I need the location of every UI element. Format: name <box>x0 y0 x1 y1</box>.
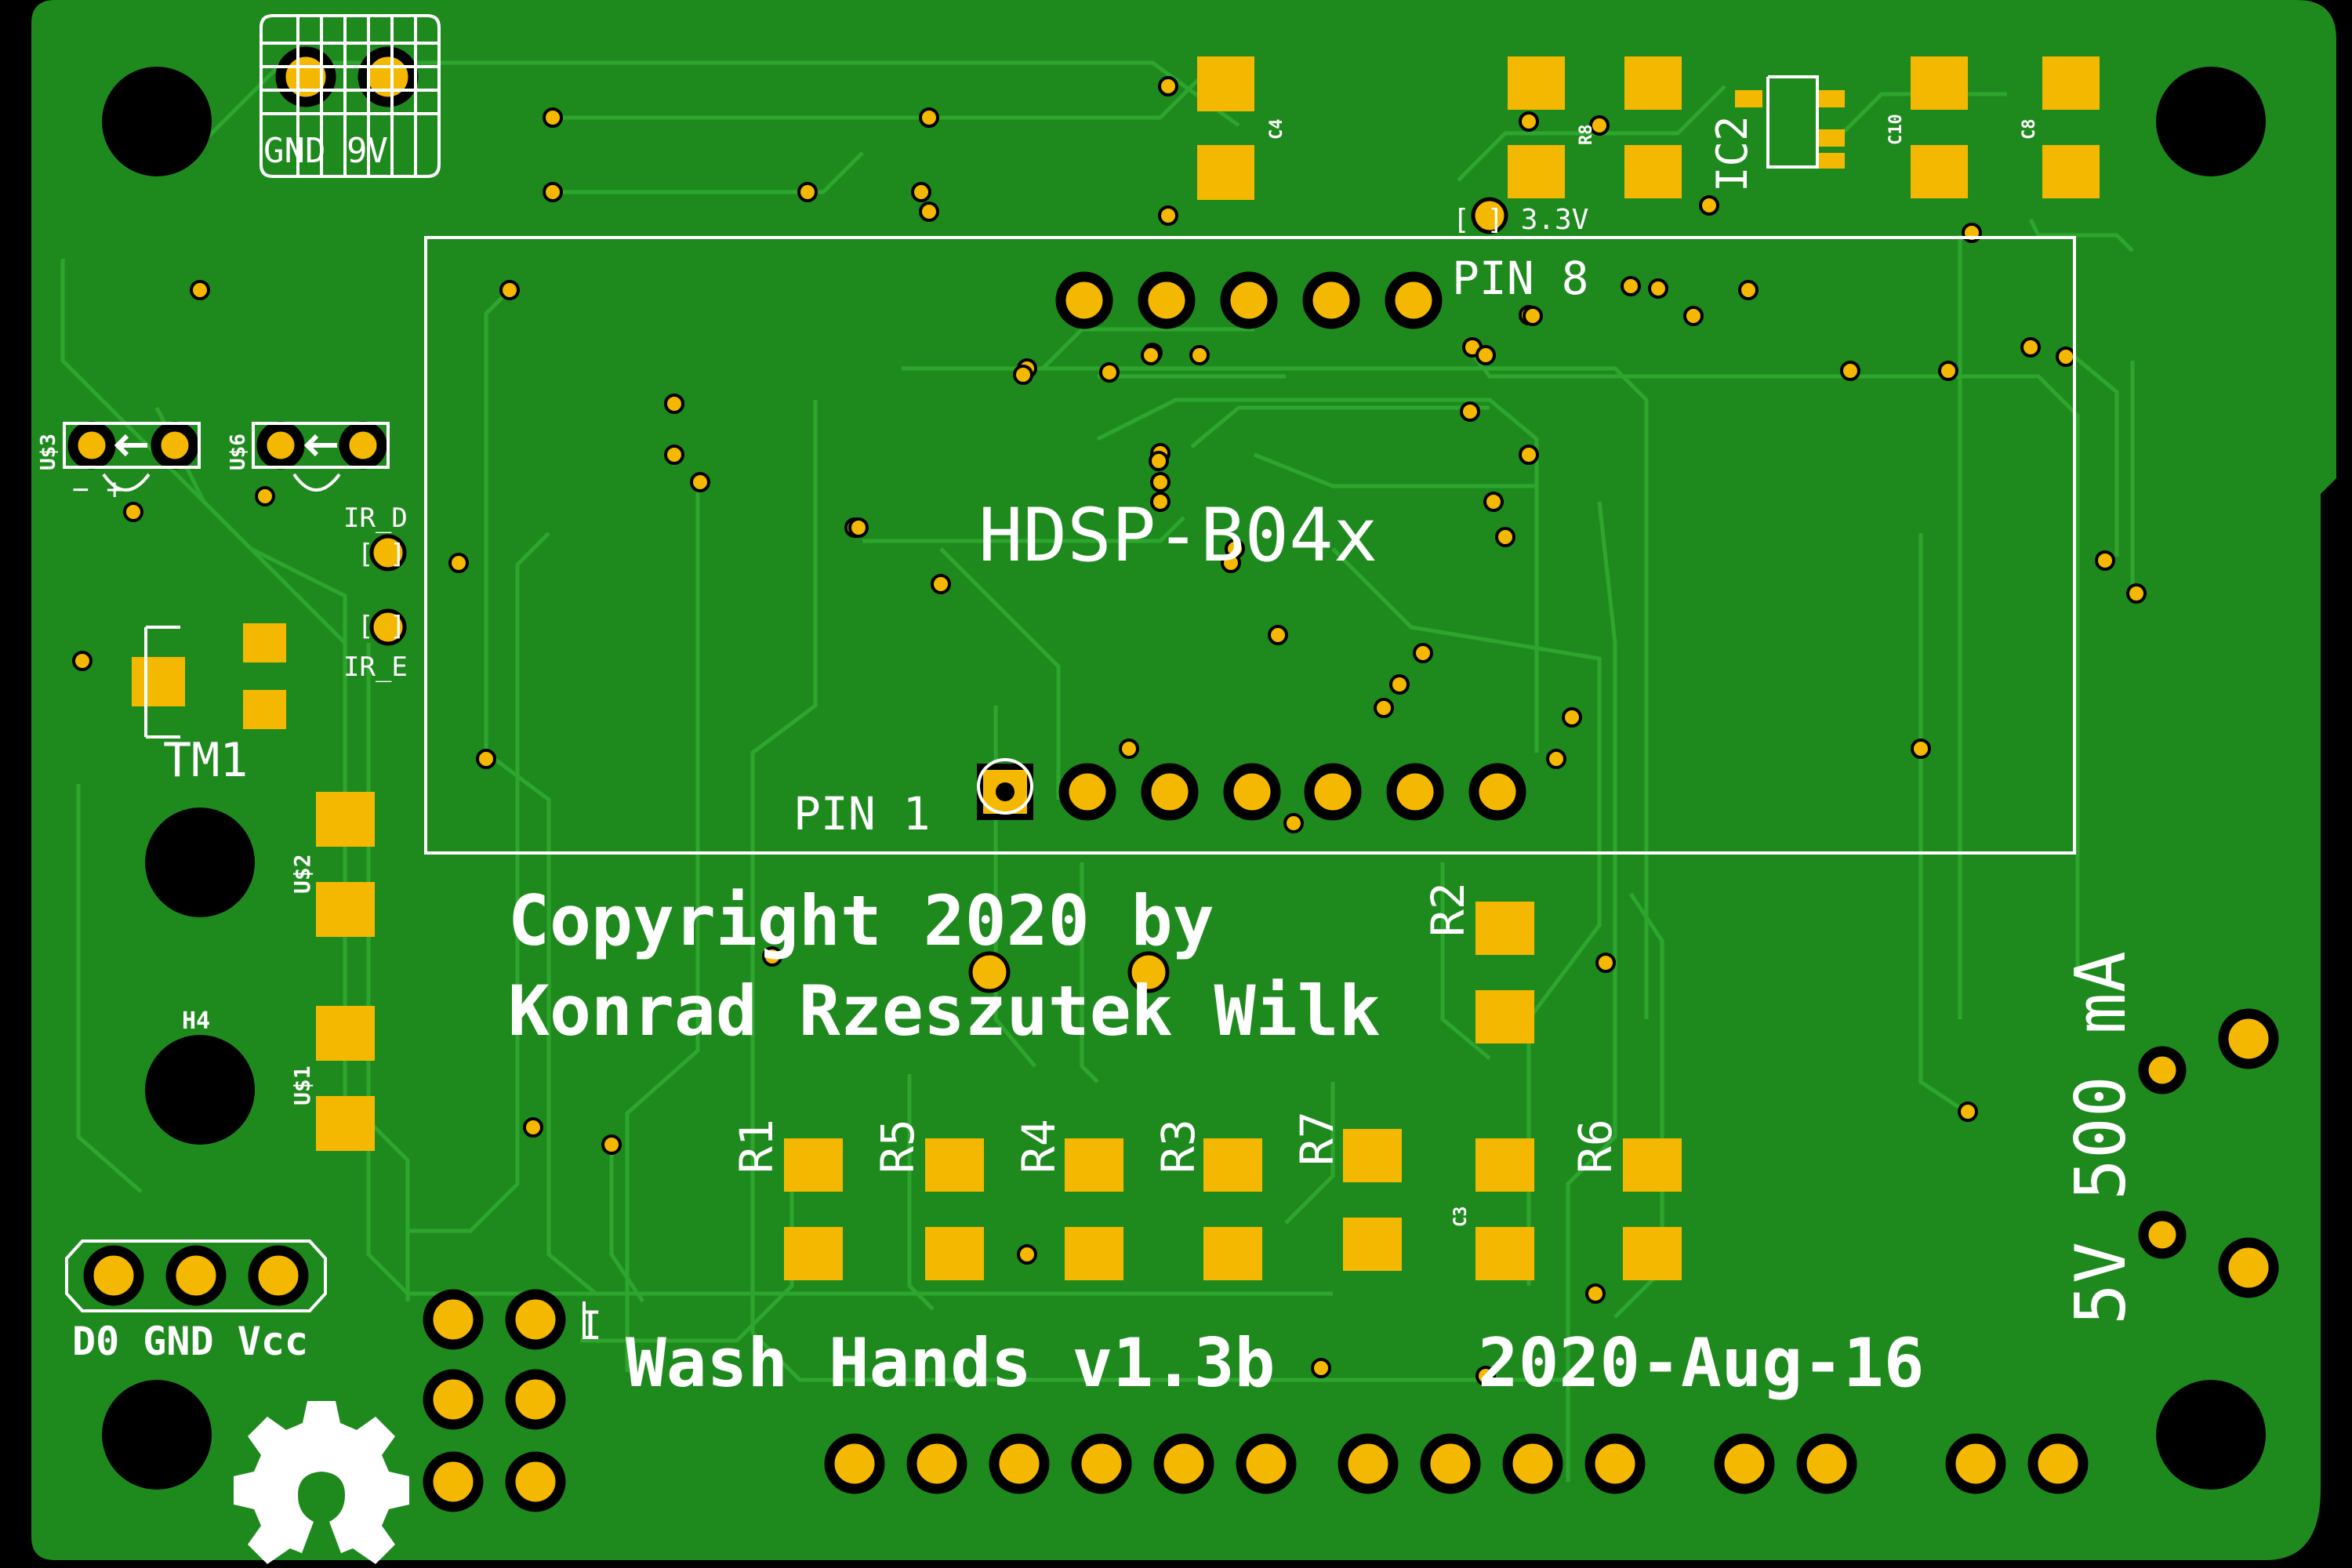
power-connector-label: GND 9V <box>263 131 388 171</box>
pad-us2-2 <box>316 882 375 937</box>
testpoint-3v3-label: [ ] 3.3V <box>1453 204 1588 236</box>
pin-marker: I <box>579 1303 602 1348</box>
pad-r6-2 <box>1623 1227 1682 1280</box>
testpoint-ir-e <box>369 608 407 646</box>
pad-c-2 <box>1624 145 1682 198</box>
pad-tm1-2 <box>243 623 286 662</box>
pad-r4-1 <box>1065 1138 1123 1192</box>
ir-e-label: IR_E <box>343 652 408 683</box>
pad-ic2-a <box>1735 90 1762 107</box>
header-labels: D0 GND Vcc <box>72 1319 308 1364</box>
pad-us1-2 <box>316 1096 375 1151</box>
us3-polarity: − + <box>72 474 123 506</box>
ic2-label: IC2 <box>1708 115 1757 192</box>
pad-r6-1 <box>1623 1138 1682 1192</box>
ir-e-box: [ ] <box>358 611 405 642</box>
tm1-label: TM1 <box>163 733 248 788</box>
mounting-hole-top-left <box>102 67 212 176</box>
pad-ic2-c <box>1817 129 1845 147</box>
power-rating-label: 5V 500 mA <box>2060 951 2141 1325</box>
us3-label: U$3 <box>37 434 60 470</box>
gear-keyhole-logo-icon <box>234 1401 409 1564</box>
silkscreen-graphics <box>63 14 2076 1337</box>
left-arrow-icon <box>114 434 337 457</box>
pad-c-1 <box>1624 56 1682 110</box>
r1-label: R1 <box>730 1119 783 1174</box>
pad-tm1-3 <box>243 690 286 729</box>
r3-label: R3 <box>1152 1119 1205 1174</box>
testpoint-3v3 <box>1471 197 1508 234</box>
pad-r8-2 <box>1508 145 1565 198</box>
r4-label: R4 <box>1012 1119 1065 1174</box>
pad-c4-2 <box>1197 145 1254 200</box>
pad-r5-1 <box>925 1138 984 1192</box>
r8-label: R8 <box>1577 125 1596 146</box>
r6-label: R6 <box>1569 1119 1622 1174</box>
version-label: Wash Hands v1.3b <box>626 1324 1275 1403</box>
pad-r3-2 <box>1203 1227 1262 1280</box>
pad-us1-1 <box>316 1006 375 1061</box>
pad-r8-1 <box>1508 56 1565 110</box>
mounting-hole-left-mid <box>145 808 255 917</box>
pad-r7-1 <box>1343 1129 1402 1182</box>
smd-pads <box>132 56 2100 1280</box>
pad-c3-1 <box>1475 1138 1534 1192</box>
c10-label: C10 <box>1886 114 1906 145</box>
pad-c3-2 <box>1475 1227 1534 1280</box>
pad-gnd <box>275 46 336 107</box>
h4-label: H4 <box>182 1007 210 1035</box>
ir-d-label: IR_D <box>343 503 408 534</box>
c8-label: C8 <box>2020 119 2039 140</box>
copyright-line1: Copyright 2020 by <box>508 880 1214 961</box>
mounting-hole-top-right <box>2156 67 2266 176</box>
pad-r7-2 <box>1343 1218 1402 1271</box>
r2-label: R2 <box>1421 882 1475 937</box>
silkscreen-text: GND 9V HDSP-B04x PIN 1 PIN 8 [ ] 3.3V IR… <box>37 114 2141 1403</box>
pad-c4-1 <box>1197 56 1254 111</box>
c3-label: C3 <box>1451 1207 1471 1228</box>
pad-r5-2 <box>925 1227 984 1280</box>
us2-label: U$2 <box>289 854 315 894</box>
pad-r3-1 <box>1203 1138 1262 1192</box>
c4-label: C4 <box>1267 119 1287 140</box>
pad-r1-2 <box>784 1227 843 1280</box>
mounting-hole-bottom-right <box>2156 1380 2266 1490</box>
module-outline <box>424 236 2076 855</box>
module-name: HDSP-B04x <box>978 493 1377 579</box>
pad-c10-2 <box>1911 145 1968 198</box>
pad-r4-2 <box>1065 1227 1123 1280</box>
copyright-line2: Konrad Rzeszutek Wilk <box>508 971 1381 1051</box>
through-hole-pads <box>67 46 2279 1512</box>
testpoint-ir-d <box>369 534 407 572</box>
us1-label: U$1 <box>289 1065 315 1105</box>
pad-ic2-d <box>1817 153 1845 169</box>
pad-c8-1 <box>2042 56 2100 110</box>
mounting-hole-bottom-left <box>102 1380 212 1490</box>
pin8-label: PIN 8 <box>1452 252 1589 305</box>
pad-9v <box>358 46 419 107</box>
pad-ic2-b <box>1817 90 1845 107</box>
ir-d-box: [ ] <box>358 539 405 570</box>
pad-r1-1 <box>784 1138 843 1192</box>
pin1-label: PIN 1 <box>793 787 931 840</box>
pad-r2-1 <box>1475 902 1534 955</box>
pad-c8-2 <box>2042 145 2100 198</box>
test-points <box>369 197 1508 993</box>
r5-label: R5 <box>871 1119 924 1174</box>
r7-label: R7 <box>1290 1111 1344 1166</box>
mounting-hole-h4 <box>145 1035 255 1145</box>
pad-tm1-1 <box>132 657 185 706</box>
us6-label: U$6 <box>227 434 250 470</box>
pad-us2-1 <box>316 792 375 847</box>
pad-r2-2 <box>1475 990 1534 1044</box>
pad-c10-1 <box>1911 56 1968 110</box>
date-label: 2020-Aug-16 <box>1478 1324 1925 1403</box>
mounting-holes <box>102 67 2266 1490</box>
